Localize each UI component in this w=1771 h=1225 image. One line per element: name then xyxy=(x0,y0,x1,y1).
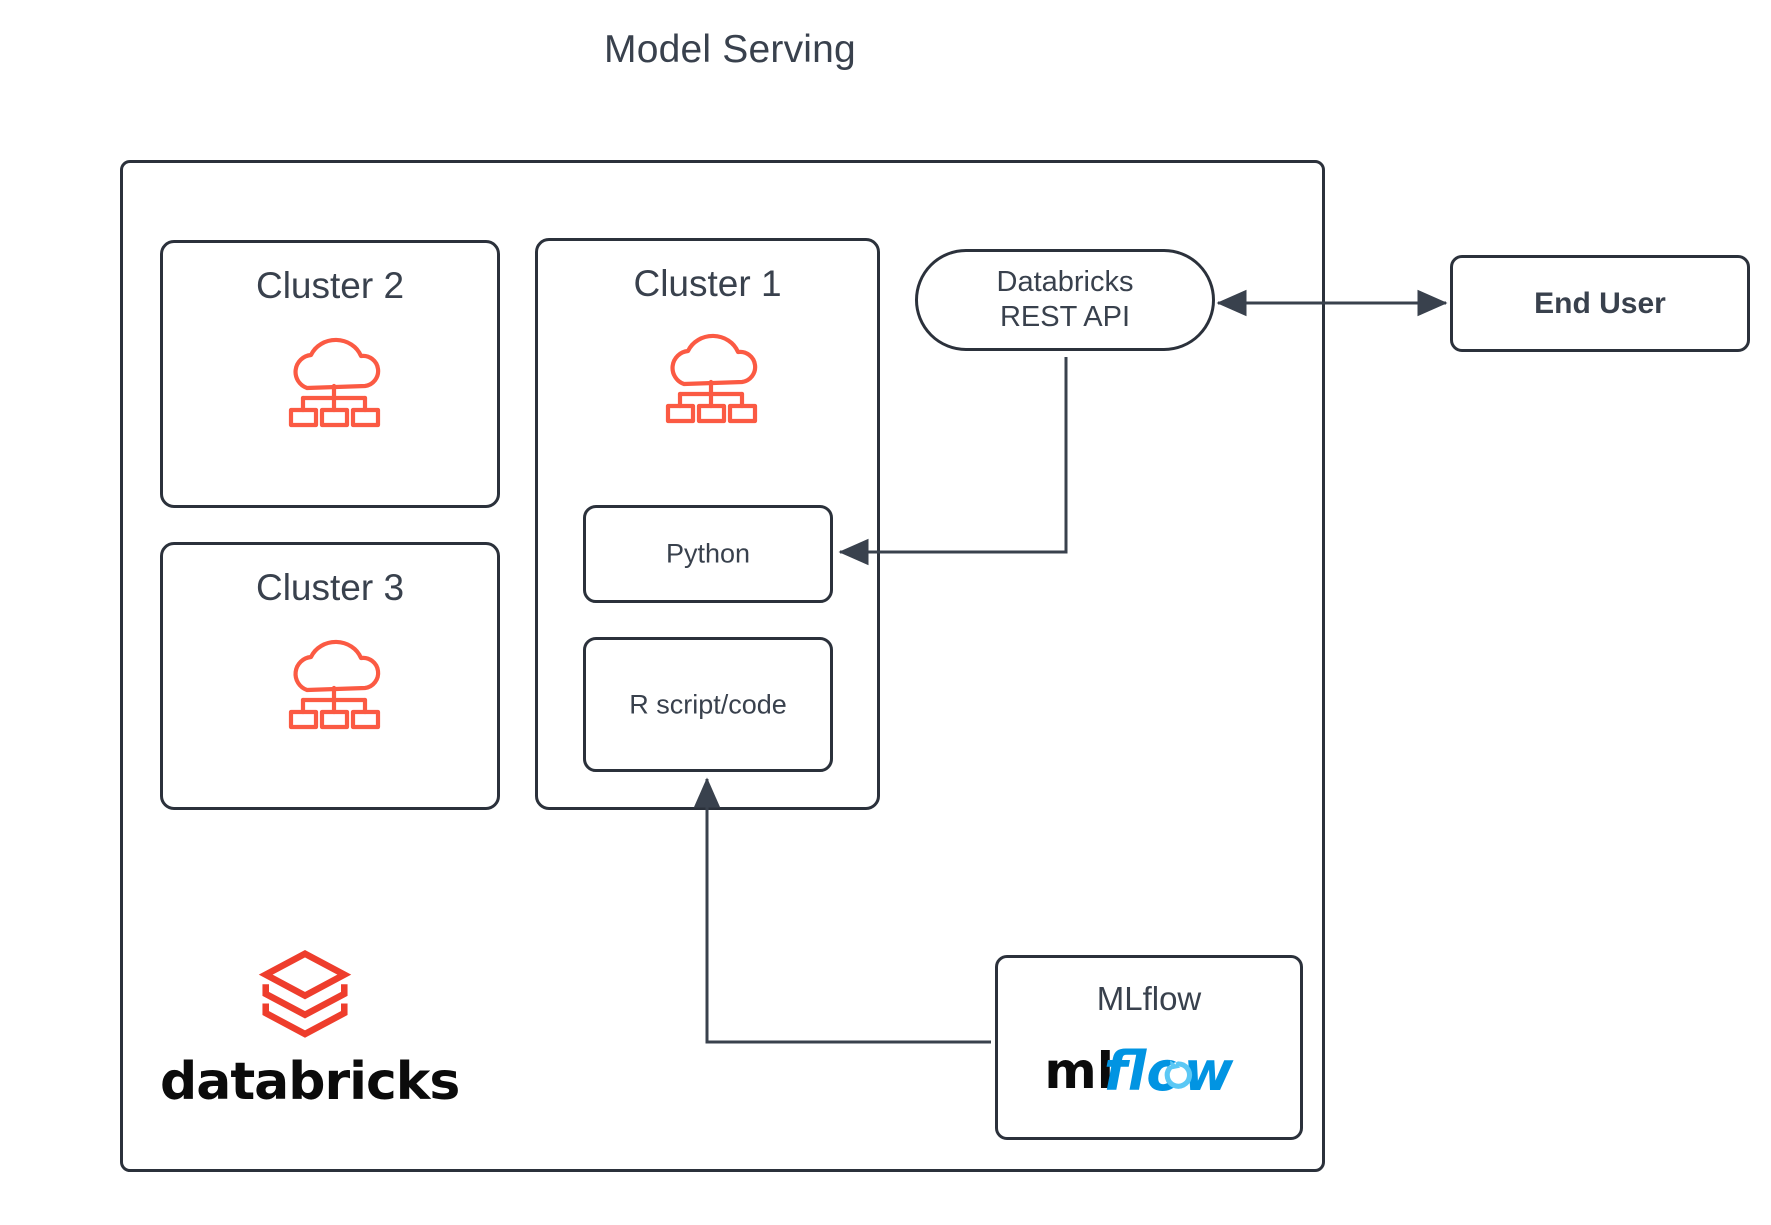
rest-api-line1: Databricks xyxy=(996,265,1134,298)
databricks-rest-api-node[interactable]: Databricks REST API xyxy=(915,249,1215,351)
databricks-wordmark: databricks xyxy=(160,1052,460,1112)
cluster-3-label: Cluster 3 xyxy=(255,567,405,608)
rest-api-line2: REST API xyxy=(999,301,1131,333)
page-title: Model Serving xyxy=(604,28,856,71)
r-script-box[interactable]: R script/code xyxy=(583,637,833,772)
databricks-logo: databricks xyxy=(160,945,460,1112)
cluster-3-box[interactable]: Cluster 3 xyxy=(160,542,500,810)
mlflow-title: MLflow xyxy=(1096,980,1202,1017)
end-user-box[interactable]: End User xyxy=(1450,255,1750,352)
python-box[interactable]: Python xyxy=(583,505,833,603)
mlflow-logo: ml flow xyxy=(998,1036,1300,1108)
cluster-2-box[interactable]: Cluster 2 xyxy=(160,240,500,508)
cloud-network-icon xyxy=(665,333,758,424)
cluster-2-label: Cluster 2 xyxy=(255,265,405,306)
cluster-1-label: Cluster 1 xyxy=(633,263,782,304)
cloud-network-icon xyxy=(288,639,381,730)
r-script-label: R script/code xyxy=(629,689,787,719)
python-label: Python xyxy=(665,538,751,569)
mlflow-logo-svg: ml flow xyxy=(1044,1040,1234,1103)
databricks-stack-icon xyxy=(258,950,352,1038)
mlflow-swoosh-icon xyxy=(1164,1060,1192,1089)
end-user-label: End User xyxy=(1534,286,1666,320)
mlflow-box[interactable]: MLflow ml flow xyxy=(995,955,1303,1140)
mlflow-logo-ml: ml xyxy=(1044,1041,1114,1100)
cloud-network-icon xyxy=(288,337,381,428)
